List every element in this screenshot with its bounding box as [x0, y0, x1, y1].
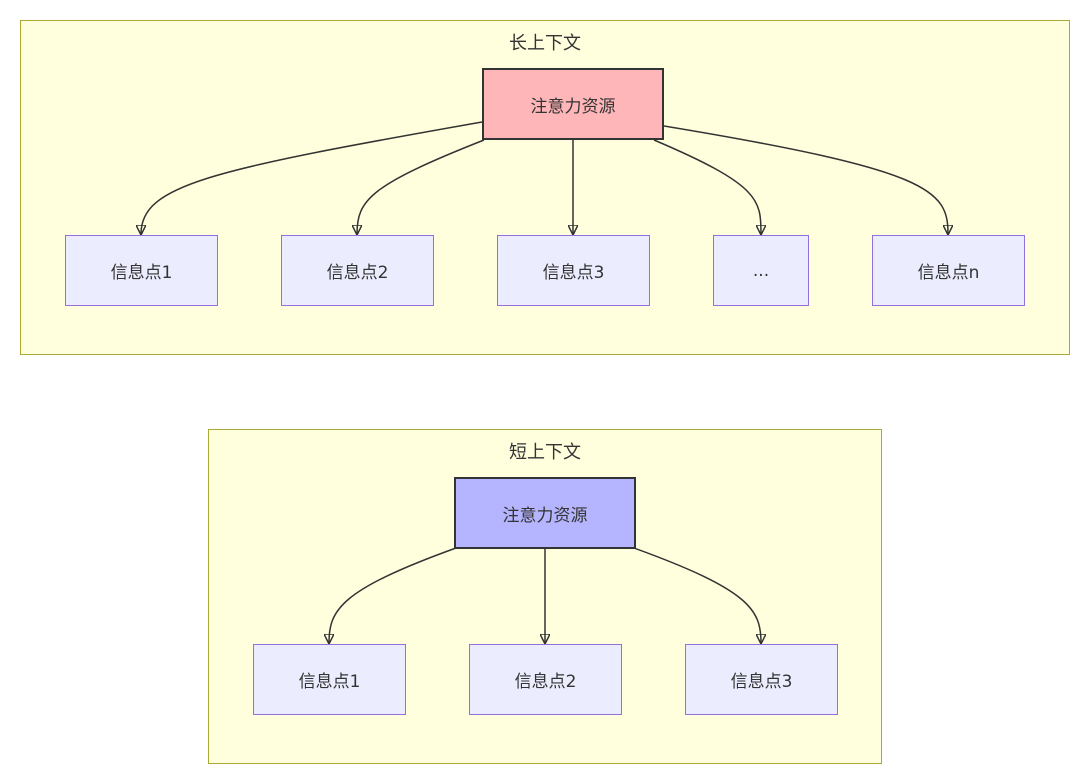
long-info-point-n-label: 信息点n — [917, 263, 980, 283]
short-info-point-1-label: 信息点1 — [298, 672, 361, 692]
short-context-title: 短上下文 — [509, 442, 581, 463]
short-info-point-2: 信息点2 — [469, 644, 622, 715]
long-info-point-1-label: 信息点1 — [110, 263, 173, 283]
long-attention-resource-label: 注意力资源 — [530, 96, 616, 117]
long-info-point-3-label: 信息点3 — [542, 263, 605, 283]
short-info-point-2-label: 信息点2 — [514, 672, 577, 692]
long-info-point-2-label: 信息点2 — [326, 263, 389, 283]
long-attention-resource-node: 注意力资源 — [482, 68, 664, 140]
short-info-point-3: 信息点3 — [685, 644, 838, 715]
short-attention-resource-node: 注意力资源 — [454, 477, 636, 549]
long-info-point-1: 信息点1 — [65, 235, 218, 306]
long-info-point-ellipsis: ... — [713, 235, 809, 306]
short-info-point-3-label: 信息点3 — [730, 672, 793, 692]
short-attention-resource-label: 注意力资源 — [502, 505, 588, 526]
long-info-point-ellipsis-label: ... — [752, 260, 770, 281]
long-info-point-3: 信息点3 — [497, 235, 650, 306]
long-context-title: 长上下文 — [509, 33, 581, 54]
short-info-point-1: 信息点1 — [253, 644, 406, 715]
long-info-point-n: 信息点n — [872, 235, 1025, 306]
long-info-point-2: 信息点2 — [281, 235, 434, 306]
